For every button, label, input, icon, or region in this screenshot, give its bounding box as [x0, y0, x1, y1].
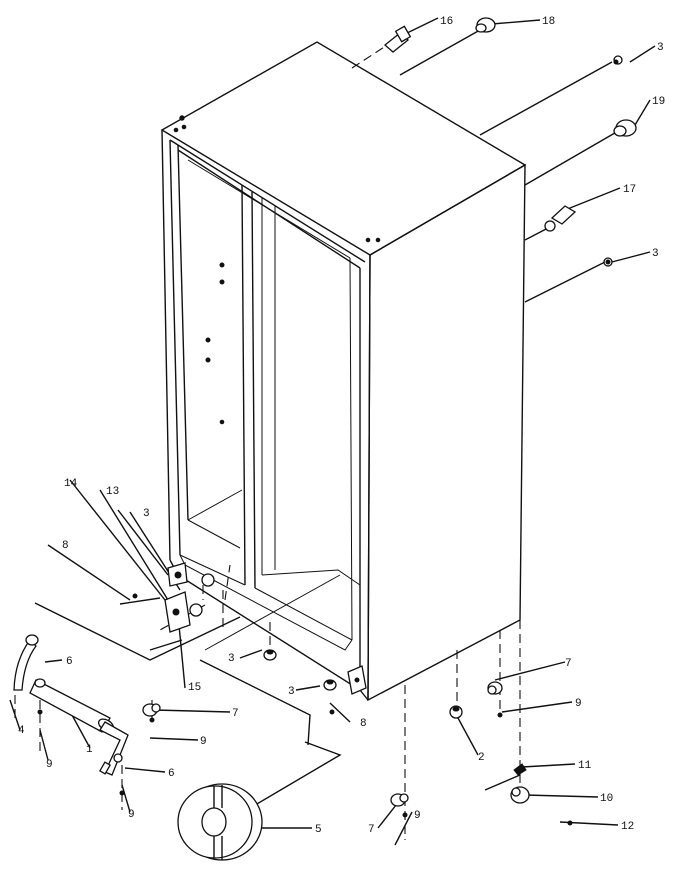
callout-4: 4 — [18, 725, 25, 737]
callout-labels: 16 18 3 19 17 3 14 13 3 8 15 3 3 8 6 4 9… — [18, 16, 665, 836]
callout-3-left: 3 — [143, 508, 150, 520]
callout-2: 2 — [478, 752, 485, 764]
callout-11: 11 — [578, 760, 592, 772]
callout-1: 1 — [86, 744, 93, 756]
part-bushing-18 — [475, 17, 496, 33]
part-grommet-3-bottom-b — [323, 679, 337, 691]
callout-8-left: 8 — [62, 540, 69, 552]
callout-6-top: 6 — [66, 656, 73, 668]
callout-3-center-a: 3 — [228, 653, 235, 665]
part-roller-10 — [510, 786, 530, 804]
part-elbow-7-right — [487, 681, 503, 695]
callout-14: 14 — [64, 478, 78, 490]
part-bolt-16 — [383, 25, 412, 53]
callout-16: 16 — [440, 16, 453, 28]
callout-8-center: 8 — [360, 718, 367, 730]
callout-12: 12 — [621, 821, 634, 833]
part-drain-hose-1 — [13, 634, 129, 776]
part-elbow-7-center — [390, 793, 409, 807]
part-hinge-pin-17 — [544, 205, 577, 232]
callout-3-center-b: 3 — [288, 686, 295, 698]
callout-6-bottom: 6 — [168, 768, 175, 780]
callout-3-top-right: 3 — [657, 42, 664, 54]
cabinet-body — [160, 41, 527, 702]
callout-18: 18 — [542, 16, 555, 28]
callout-9-left: 9 — [46, 759, 53, 771]
callout-15: 15 — [188, 682, 201, 694]
part-corner-bracket — [347, 665, 367, 695]
part-bushing-19 — [613, 119, 637, 137]
part-screws — [37, 593, 573, 826]
callout-9-left-mid: 9 — [200, 736, 207, 748]
part-grommet-2 — [449, 705, 463, 719]
part-weight-ring-5 — [177, 783, 263, 861]
callout-3-right: 3 — [652, 248, 659, 260]
callout-10: 10 — [600, 793, 613, 805]
part-elbow-7-left — [142, 703, 161, 717]
part-grommet-3-right — [603, 257, 613, 267]
leader-lines — [9, 17, 656, 846]
callout-7-left: 7 — [232, 708, 239, 720]
callout-7-center: 7 — [368, 824, 375, 836]
callout-5: 5 — [315, 824, 322, 836]
callout-9-bottom: 9 — [128, 809, 135, 821]
part-grommet-3-bottom-a — [263, 649, 277, 661]
callout-7-right: 7 — [565, 658, 572, 670]
callout-9-right: 9 — [575, 698, 582, 710]
callout-9-center: 9 — [414, 810, 421, 822]
callout-17: 17 — [623, 184, 636, 196]
part-grommet-3-top — [613, 55, 623, 65]
part-bracket-13-14 — [119, 562, 215, 651]
callout-19: 19 — [652, 96, 665, 108]
part-clip-11 — [513, 763, 527, 776]
callout-13: 13 — [106, 486, 119, 498]
